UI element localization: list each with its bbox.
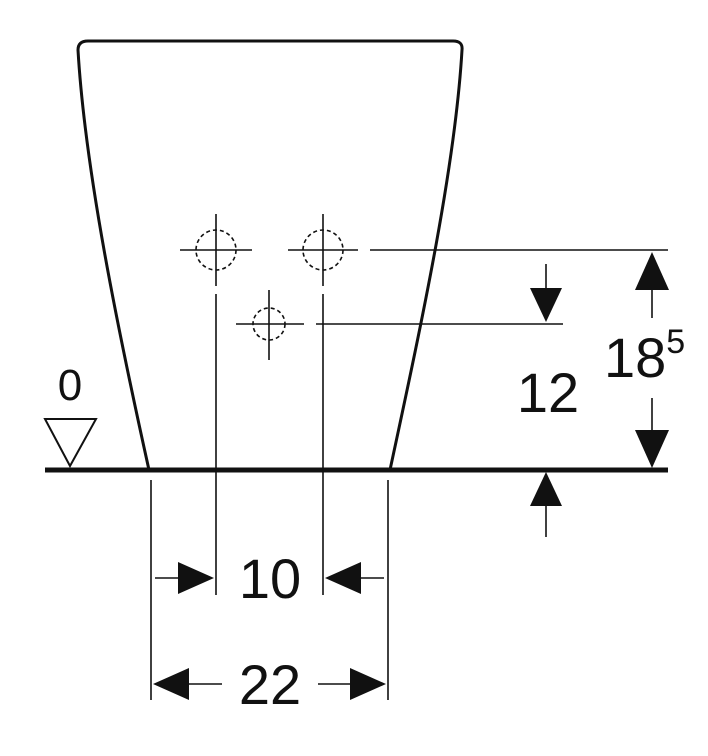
dimension-inner-spacing-label: 10 xyxy=(239,547,301,610)
arrow-left-icon xyxy=(325,562,361,594)
arrow-right-icon xyxy=(178,562,214,594)
crosshair-dashed-circle-icon xyxy=(236,290,304,360)
level-triangle-icon xyxy=(43,418,98,469)
arrow-up-icon xyxy=(635,252,669,290)
dimension-inner-spacing: 10 xyxy=(155,547,384,610)
dimension-total-height: 185 xyxy=(604,252,685,468)
arrow-left-icon xyxy=(153,668,189,700)
floor-level-marker: 0 xyxy=(43,361,98,469)
floor-level-label: 0 xyxy=(58,361,82,410)
crosshair-dashed-circle-icon xyxy=(180,214,252,286)
dimension-total-height-main: 18 xyxy=(604,326,666,389)
connection-upper-right xyxy=(288,214,358,286)
arrow-down-icon xyxy=(635,430,669,468)
connection-lower xyxy=(236,290,304,360)
connection-upper-left xyxy=(180,214,252,286)
arrow-right-icon xyxy=(350,668,386,700)
dimension-outer-width-label: 22 xyxy=(239,653,301,716)
arrow-up-icon xyxy=(530,472,562,506)
dimension-total-height-sup: 5 xyxy=(666,323,685,361)
dimension-total-height-label: 185 xyxy=(604,323,685,389)
dimension-lower-height-label: 12 xyxy=(517,361,579,424)
dimension-lower-height: 12 xyxy=(517,264,579,537)
fixture-outline xyxy=(76,39,464,472)
crosshair-dashed-circle-icon xyxy=(288,214,358,286)
dimension-outer-width: 22 xyxy=(153,653,386,716)
arrow-down-icon xyxy=(530,288,562,322)
